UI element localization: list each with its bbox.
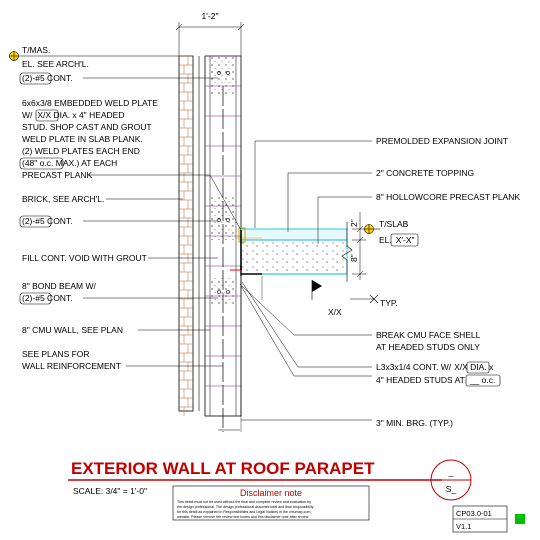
right-callouts: PREMOLDED EXPANSION JOINT 2" CONCRETE TO… [239, 136, 520, 432]
label-weld-plate-5: (2) WELD PLATES EACH END [22, 146, 140, 156]
label-grout: FILL CONT. VOID WITH GROUT [22, 253, 147, 263]
dim-topping-depth: 2" [349, 219, 359, 227]
label-weld-plate-7: PRECAST PLANK [22, 170, 93, 180]
disclaimer-heading: Disclaimer note [240, 488, 302, 498]
callout-sheet-number: S_ [446, 484, 457, 494]
dim-plank-depth: 8" [349, 254, 359, 262]
label-typ: TYP. [380, 298, 398, 308]
detail-title: EXTERIOR WALL AT ROOF PARAPET [71, 459, 375, 478]
brick-veneer [178, 55, 194, 412]
weld-plate [238, 227, 246, 243]
sheet-number: CP03.0-01 [456, 509, 492, 518]
section-flag [312, 280, 322, 292]
label-break-cmu-1: BREAK CMU FACE SHELL [376, 330, 481, 340]
disclaimer-line-3: for this detail as explained in Responsi… [177, 510, 310, 514]
label-expansion-joint: PREMOLDED EXPANSION JOINT [376, 136, 508, 146]
label-weld-plate-2: W/X/X DIA. x 4" HEADED [22, 110, 125, 120]
title-block: EXTERIOR WALL AT ROOF PARAPET SCALE: 3/4… [68, 459, 525, 533]
label-brick: BRICK, SEE ARCH'L. [22, 194, 104, 204]
scale-label: SCALE: 3/4" = 1'-0" [73, 486, 147, 496]
label-cmu-wall: 8" CMU WALL, SEE PLAN [22, 325, 123, 335]
label-tmas-el: EL. SEE ARCH'L. [22, 59, 89, 69]
rebar-set [217, 71, 230, 294]
label-weld-plate-1: 6x6x3/8 EMBEDDED WELD PLATE [22, 98, 158, 108]
top-dimension [175, 22, 245, 56]
concrete-topping [240, 228, 348, 241]
sheet-version: V1.1 [456, 522, 471, 531]
disclaimer-line-1: This detail must not be used without the… [177, 500, 311, 504]
brick-courses [179, 55, 193, 416]
left-callouts: T/MAS. EL. SEE ARCH'L. (2)-#5 CONT. 6x6x… [19, 45, 242, 371]
disclaimer-box [172, 485, 370, 521]
right-dimension [352, 212, 366, 280]
tslab-marker [364, 224, 380, 234]
label-see-plans-1: SEE PLANS FOR [22, 349, 90, 359]
callout-detail-number: _ [448, 467, 454, 477]
label-weld-plate-6: (48" o.c. MAX.) AT EACH [22, 158, 117, 168]
tslab-label: T/SLAB [379, 219, 409, 229]
break-line [341, 222, 353, 282]
label-hollowcore: 8" HOLLOWCORE PRECAST PLANK [376, 192, 520, 202]
label-rebar-top: (2)-#5 CONT. [22, 73, 73, 83]
hollowcore-plank [240, 239, 348, 275]
label-angle-2: 4" HEADED STUDS AT__ o.c. [376, 375, 495, 385]
label-break-cmu-2: AT HEADED STUDS ONLY [376, 342, 480, 352]
label-angle-1: L3x3x1/4 CONT. W/X/X DIA. x [376, 362, 494, 372]
dim-overall-width: 1'-2" [202, 11, 219, 21]
tmas-marker [9, 51, 179, 61]
label-bond-beam-2: (2)-#5 CONT. [22, 293, 73, 303]
disclaimer-line-2: the design professional. The design prof… [177, 505, 314, 509]
label-bearing: 3" MIN. BRG. (TYP.) [376, 418, 453, 428]
disclaimer-line-4: website. Please remove the review text b… [177, 515, 309, 519]
label-section-xx: X/X [328, 307, 342, 317]
label-weld-plate-3: STUD. SHOP CAST AND GROUT [22, 122, 152, 132]
status-indicator [515, 514, 525, 524]
slab-assembly [230, 222, 353, 282]
label-bond-beam-1: 8" BOND BEAM W/ [22, 281, 96, 291]
label-see-plans-2: WALL REINFORCEMENT [22, 361, 121, 371]
tslab-elevation: EL.X'-X" [379, 235, 415, 245]
label-weld-plate-4: WELD PLATE IN SLAB PLANK. [22, 134, 143, 144]
label-concrete-topping: 2" CONCRETE TOPPING [376, 168, 474, 178]
wall-assembly [178, 55, 242, 432]
label-tmas: T/MAS. [22, 45, 50, 55]
label-rebar-mid: (2)-#5 CONT. [22, 216, 73, 226]
